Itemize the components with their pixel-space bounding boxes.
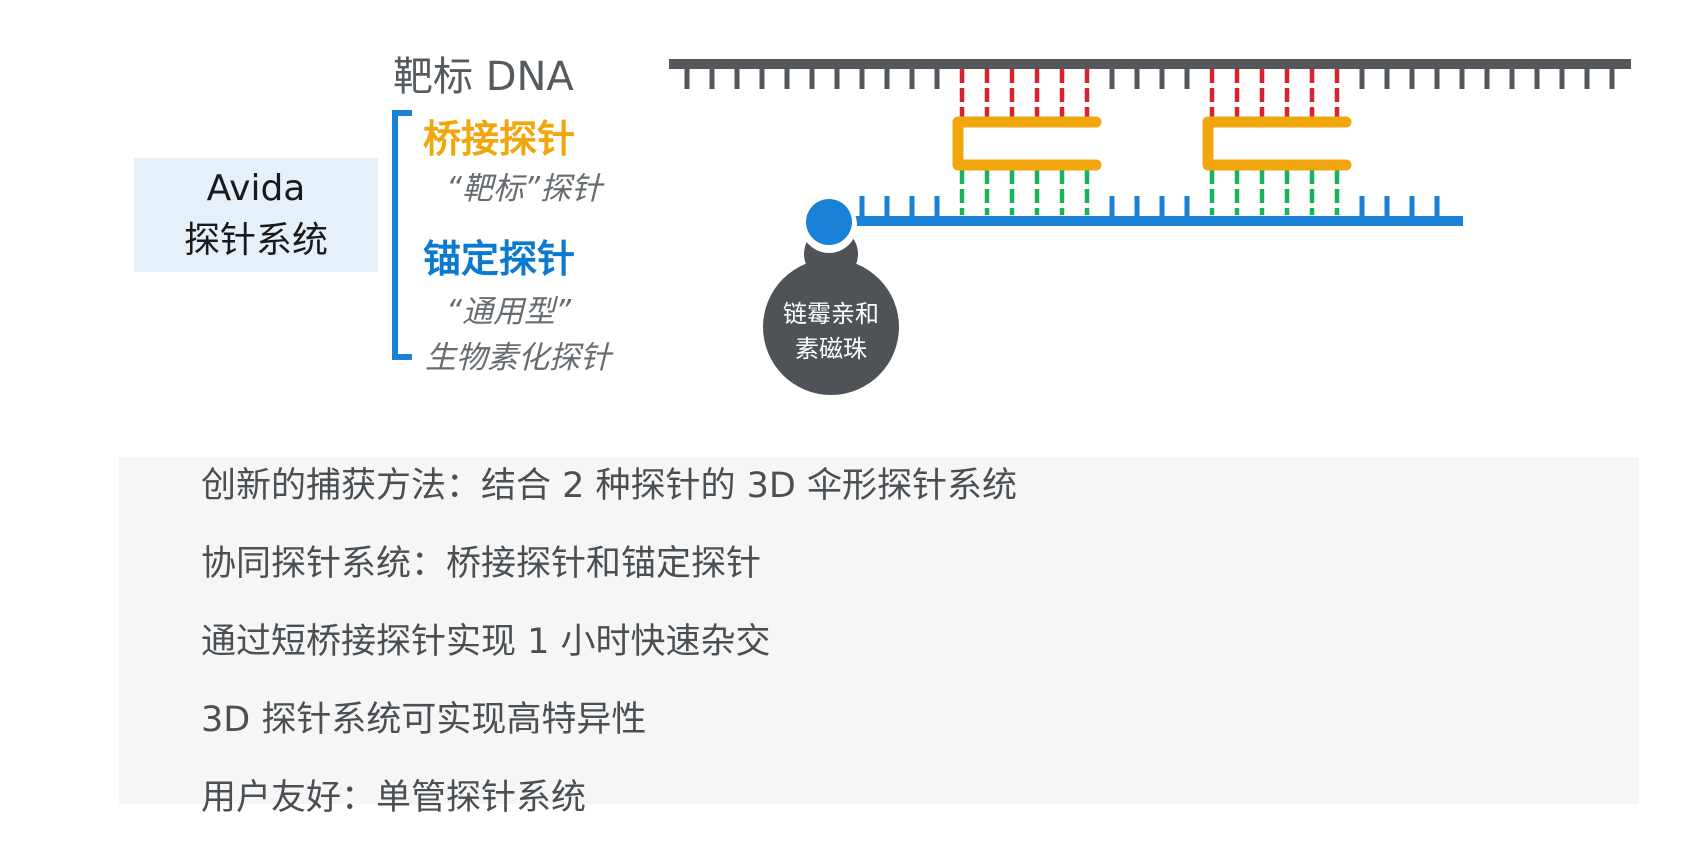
system-label-line2: 探针系统: [183, 220, 328, 261]
target-dna-tooth: [909, 69, 915, 89]
feature-item: 用户友好：单管探针系统: [201, 778, 587, 818]
target-dna-tooth: [1184, 69, 1190, 89]
anchor-probe-strand: [829, 196, 1463, 226]
target-dna-tooth: [884, 69, 890, 89]
target-dna-strand: [669, 59, 1631, 89]
feature-item: 3D 探针系统可实现高特异性: [201, 700, 647, 740]
target-dna-tooth: [734, 69, 740, 89]
target-dna-tooth: [1484, 69, 1490, 89]
bridge-probes: [952, 116, 1352, 171]
anchor-probe-tooth: [859, 196, 865, 216]
bridge-probe-title: 桥接探针: [423, 117, 576, 161]
target-dna-tooth: [1509, 69, 1515, 89]
target-dna-tooth: [1159, 69, 1165, 89]
target-dna-tooth: [784, 69, 790, 89]
anchor-probe-tooth: [934, 196, 940, 216]
anchor-probe-subtitle-line1: “通用型”: [446, 294, 572, 330]
bridge-probe-shape: [1202, 116, 1352, 171]
target-dna-tooth: [1609, 69, 1615, 89]
anchor-probe-tooth: [1409, 196, 1415, 216]
anchor-probe-tooth: [1359, 196, 1365, 216]
bead-label-line1: 链霉亲和: [783, 300, 879, 328]
anchor-probe-tooth: [1434, 196, 1440, 216]
target-dna-tooth: [1459, 69, 1465, 89]
target-dna-tooth: [1559, 69, 1565, 89]
target-dna-tooth: [1384, 69, 1390, 89]
anchor-probe-tooth: [884, 196, 890, 216]
target-dna-tooth: [809, 69, 815, 89]
target-dna-tooth: [1134, 69, 1140, 89]
binding-ticks: [959, 69, 1340, 215]
biotin-dot: [806, 199, 852, 245]
feature-item: 创新的捕获方法：结合 2 种探针的 3D 伞形探针系统: [201, 466, 1017, 506]
streptavidin-bead: [763, 197, 899, 395]
target-dna-tooth: [1534, 69, 1540, 89]
bead-label-line2: 素磁珠: [795, 335, 867, 363]
bead-label: 链霉亲和 素磁珠: [766, 297, 896, 367]
target-dna-tooth: [1359, 69, 1365, 89]
anchor-probe-title: 锚定探针: [423, 237, 576, 281]
bridge-probe-subtitle: “靶标”探针: [446, 171, 603, 207]
target-dna-tooth: [934, 69, 940, 89]
bridge-probe-shape: [952, 116, 1102, 171]
avida-system-label: Avida 探针系统: [134, 158, 378, 272]
target-dna-tooth: [859, 69, 865, 89]
anchor-probe-subtitle-line2: 生物素化探针: [425, 340, 611, 376]
target-dna-tooth: [834, 69, 840, 89]
feature-item: 协同探针系统：桥接探针和锚定探针: [201, 544, 762, 584]
target-dna-tooth: [684, 69, 690, 89]
target-dna-tooth: [759, 69, 765, 89]
anchor-probe-tooth: [1109, 196, 1115, 216]
anchor-probe-backbone: [829, 216, 1463, 226]
feature-list: 创新的捕获方法：结合 2 种探针的 3D 伞形探针系统 协同探针系统：桥接探针和…: [119, 457, 1639, 818]
target-dna-backbone: [669, 59, 1631, 69]
feature-item: 通过短桥接探针实现 1 小时快速杂交: [201, 622, 771, 662]
target-dna-tooth: [709, 69, 715, 89]
target-dna-tooth: [1584, 69, 1590, 89]
anchor-probe-tooth: [1184, 196, 1190, 216]
target-dna-tooth: [1109, 69, 1115, 89]
probe-hybridization-diagram: [669, 59, 1631, 395]
bead-body: [763, 259, 899, 395]
anchor-probe-tooth: [1134, 196, 1140, 216]
anchor-probe-tooth: [1384, 196, 1390, 216]
probe-bracket: [392, 110, 412, 360]
system-label-line1: Avida: [206, 168, 306, 209]
target-dna-label: 靶标 DNA: [393, 54, 574, 100]
anchor-probe-tooth: [909, 196, 915, 216]
anchor-probe-tooth: [1159, 196, 1165, 216]
target-dna-tooth: [1434, 69, 1440, 89]
target-dna-tooth: [1409, 69, 1415, 89]
